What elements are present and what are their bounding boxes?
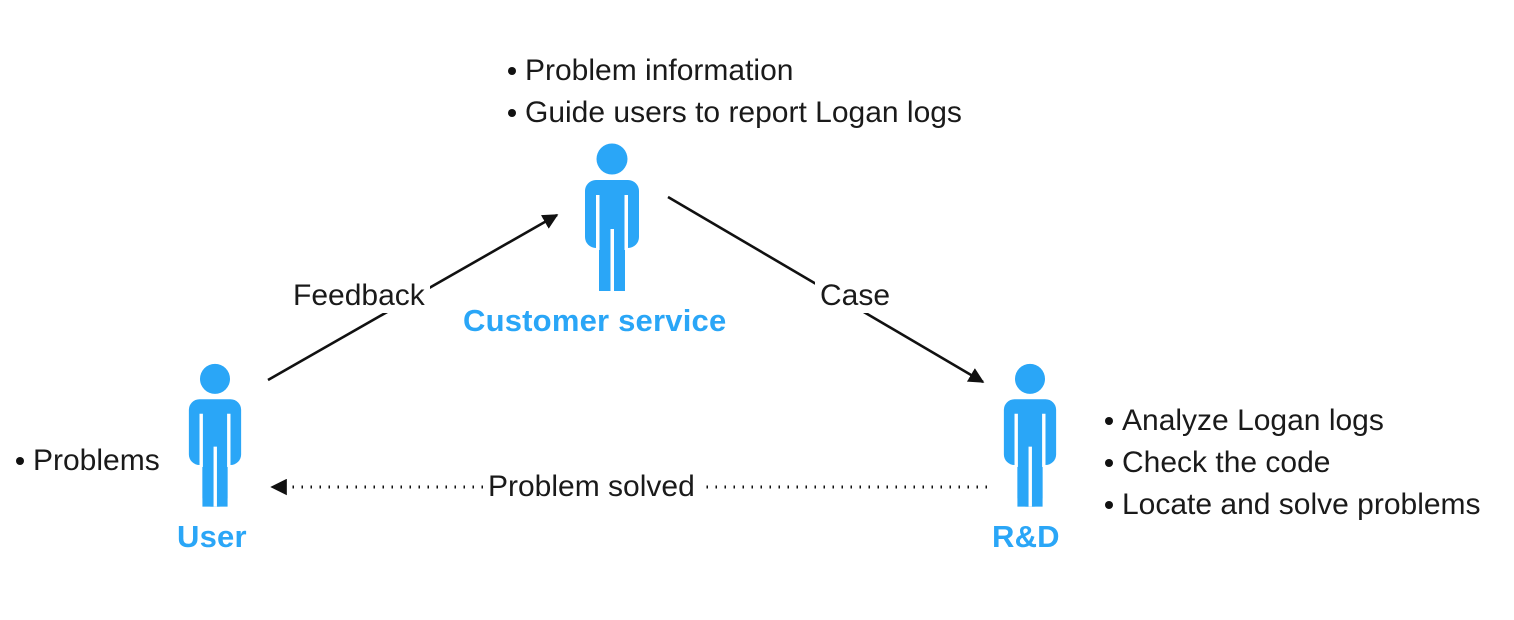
bullet-icon [508,67,516,75]
person-icon-user [188,363,242,507]
edge-label-case: Case [815,279,896,313]
note-text: Analyze Logan logs [1122,404,1384,437]
note-text: Problems [33,444,160,477]
list-item: Analyze Logan logs [1105,400,1481,442]
note-text: Guide users to report Logan logs [525,96,962,129]
list-item: Problems [16,440,160,482]
edge-label-problem-solved: Problem solved [483,470,700,504]
list-item: Guide users to report Logan logs [508,92,962,134]
notes-customer-service: Problem information Guide users to repor… [508,50,962,134]
list-item: Locate and solve problems [1105,484,1481,526]
note-text: Check the code [1122,446,1331,479]
bullet-icon [508,109,516,117]
node-label-rd: R&D [992,519,1060,554]
list-item: Problem information [508,50,962,92]
notes-user: Problems [16,440,160,482]
bullet-icon [1105,501,1113,509]
bullet-icon [16,457,24,465]
person-icon-customer-service [585,143,639,291]
bullet-icon [1105,459,1113,467]
note-text: Locate and solve problems [1122,488,1481,521]
list-item: Check the code [1105,442,1481,484]
person-icon-rd [1003,363,1057,507]
node-label-user: User [177,519,247,554]
bullet-icon [1105,417,1113,425]
note-text: Problem information [525,54,794,87]
edge-label-feedback: Feedback [288,279,430,313]
notes-rd: Analyze Logan logs Check the code Locate… [1105,400,1481,526]
node-label-customer-service: Customer service [463,303,727,338]
